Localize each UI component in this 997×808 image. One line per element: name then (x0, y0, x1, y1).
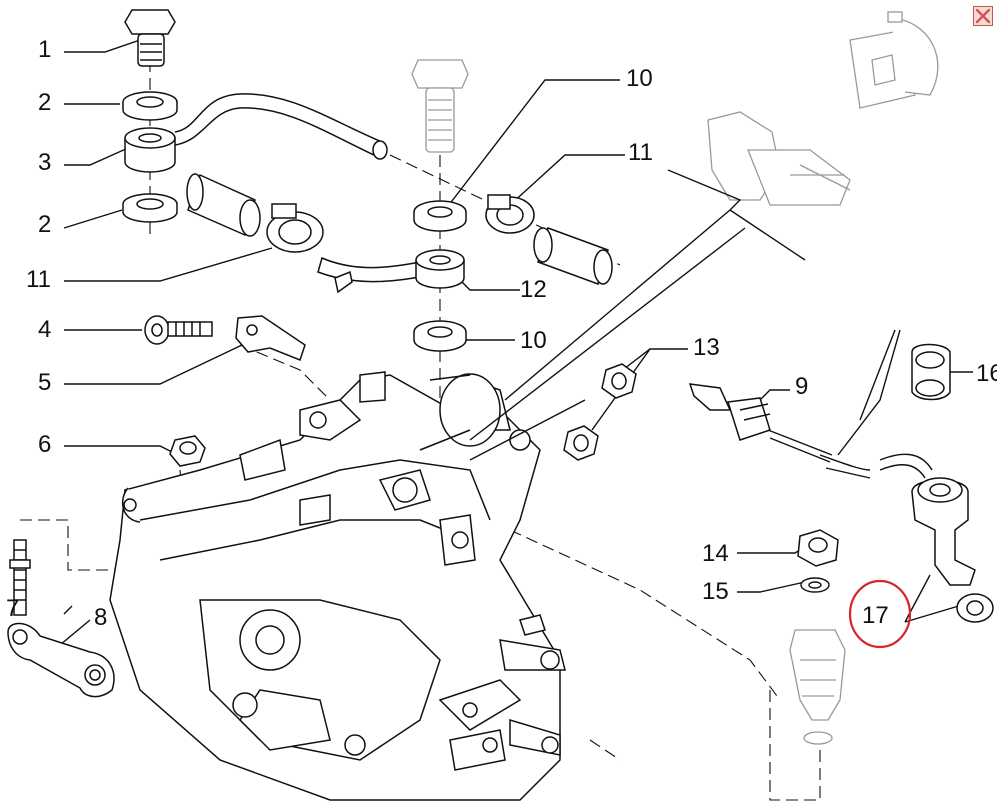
part-2-washer-bottom (122, 193, 178, 223)
part-7-stud (9, 539, 31, 616)
callout-8: 8 (94, 604, 107, 631)
injection-pump-body (109, 371, 566, 801)
part-8-lever (7, 622, 115, 698)
part-16-clip (911, 343, 951, 401)
part-6-nut (169, 435, 206, 467)
callout-15: 15 (702, 578, 729, 605)
callout-7: 7 (6, 595, 19, 622)
part-11-hose-right (485, 194, 613, 285)
callout-17: 17 (862, 602, 889, 629)
part-17-injector (911, 477, 994, 623)
part-10-washer-lower (413, 320, 467, 352)
part-14-nut (797, 529, 839, 567)
part-2-washer-top (122, 91, 178, 121)
callout-5: 5 (38, 369, 51, 396)
valve-faded (707, 111, 851, 206)
solenoid-faded (789, 629, 846, 745)
callout-14: 14 (702, 540, 729, 567)
leader-lines (59, 39, 973, 646)
pipe-tee (317, 256, 425, 294)
part-4-screw (144, 315, 213, 345)
callout-10a: 10 (626, 65, 653, 92)
injector-pipe (767, 429, 933, 479)
callout-2a: 2 (38, 89, 51, 116)
part-9-fitting (688, 383, 771, 441)
callout-4: 4 (38, 316, 51, 343)
close-icon (975, 8, 991, 24)
fuel-return-pipe (174, 93, 388, 160)
part-10-washer-upper (413, 200, 467, 232)
callout-11b: 11 (628, 139, 653, 166)
callout-1: 1 (38, 36, 51, 63)
part-15-washer (800, 577, 830, 593)
callout-labels: 1 2 3 2 11 4 5 6 7 8 10 11 12 10 13 9 14… (6, 36, 997, 631)
part-13-nut-upper (601, 363, 637, 399)
stop-solenoid-faded (849, 11, 939, 109)
highlight-circle (848, 579, 912, 649)
close-button[interactable] (973, 6, 993, 26)
callout-12: 12 (520, 276, 547, 303)
callout-3: 3 (38, 149, 51, 176)
part-12-banjo (415, 249, 465, 289)
callout-13: 13 (693, 334, 720, 361)
part-3-banjo (124, 127, 176, 173)
part-5-bracket (235, 315, 306, 361)
callout-11a: 11 (26, 266, 51, 293)
callout-16: 16 (976, 360, 997, 387)
part-13-nut-lower (563, 425, 599, 461)
callout-9: 9 (795, 373, 808, 400)
callout-6: 6 (38, 431, 51, 458)
pump-leaders (469, 169, 901, 461)
part-1-bolt (124, 9, 176, 67)
part-11-hose-left (186, 173, 324, 253)
banjo-bolt-faded (411, 59, 469, 153)
callout-2b: 2 (38, 211, 51, 238)
callout-10b: 10 (520, 327, 547, 354)
